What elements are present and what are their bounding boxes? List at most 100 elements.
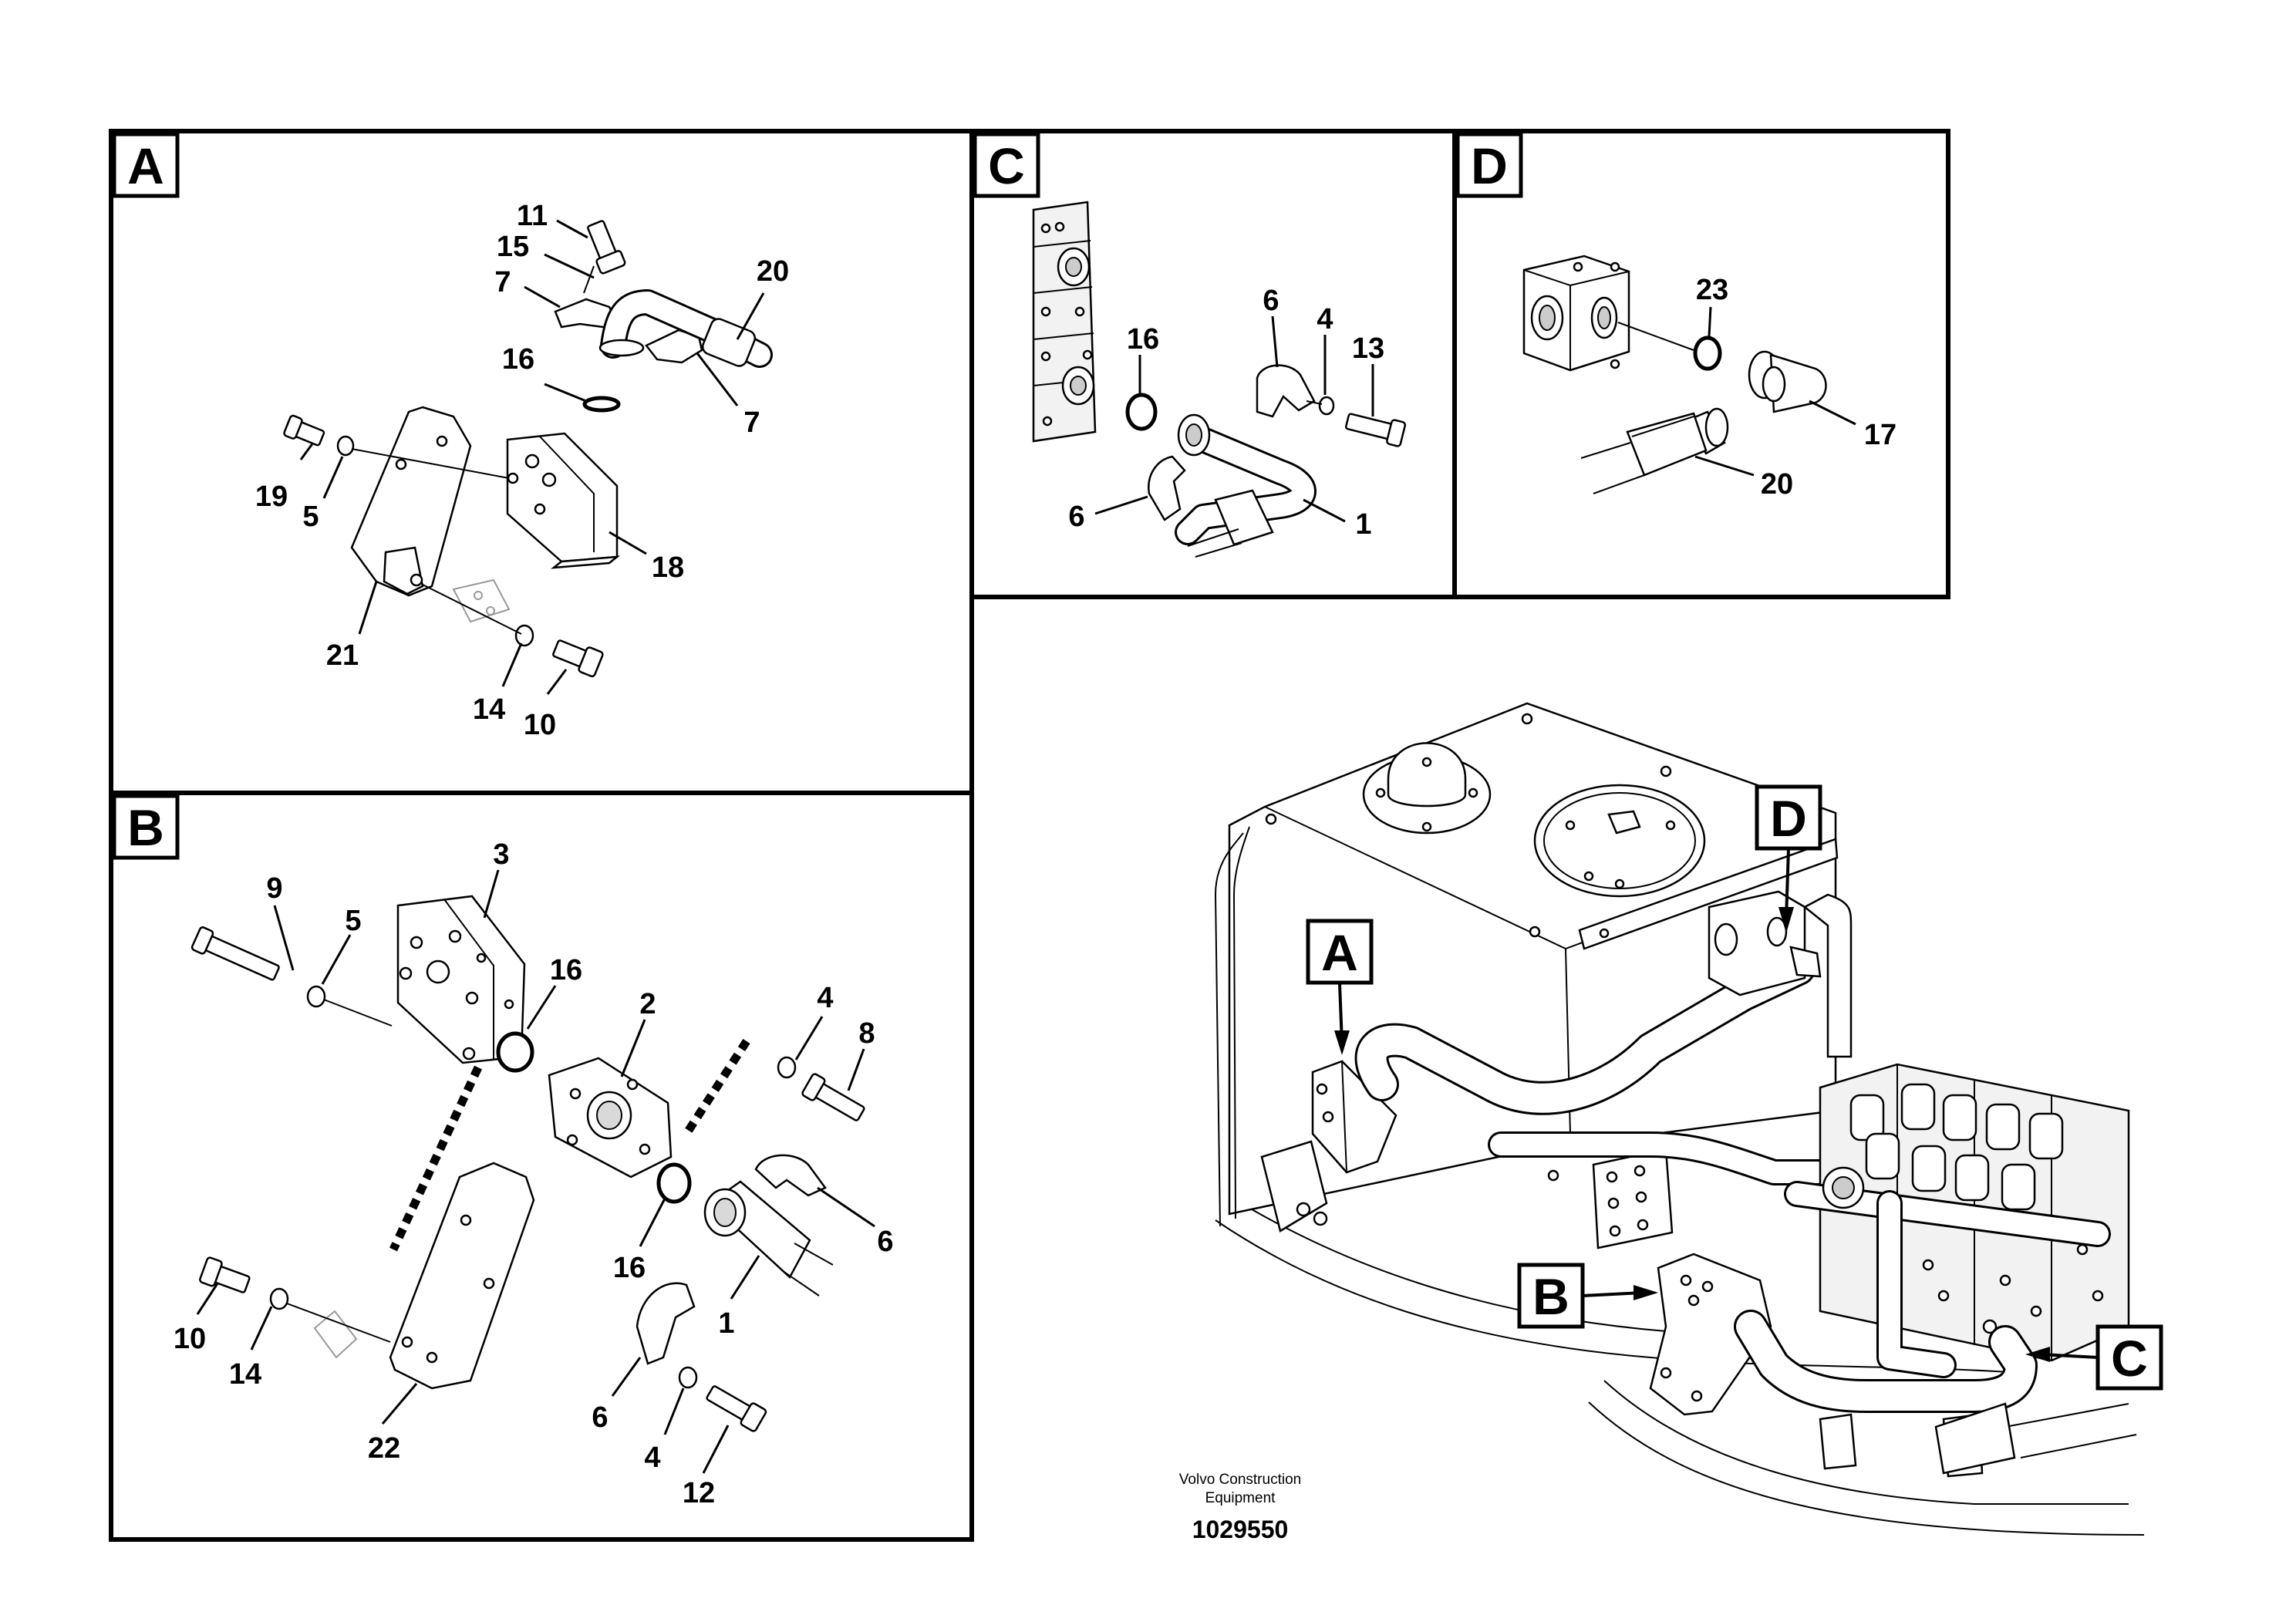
- label-16: 16: [502, 343, 534, 376]
- label-6-upper: 6: [1263, 285, 1279, 317]
- label-16-upper: 16: [550, 954, 582, 986]
- panel-b-frame: [109, 791, 974, 1542]
- footer: Volvo Construction Equipment 1029550: [1179, 1472, 1301, 1543]
- panel-c-parts: 16 6 4 13 6 1: [1032, 201, 1407, 558]
- panel-d-parts: 23 17 20: [1522, 255, 1896, 501]
- panel-a-letter: A: [127, 137, 164, 194]
- label-4: 4: [1317, 303, 1333, 336]
- overview-block-a: [1260, 1060, 1397, 1233]
- washer-14: [514, 624, 534, 647]
- label-1: 1: [718, 1307, 734, 1340]
- label-20: 20: [757, 255, 789, 288]
- label-4: 4: [817, 982, 833, 1014]
- plate-22: [389, 1162, 535, 1390]
- dashed-alignment-2: [683, 1039, 750, 1136]
- label-2: 2: [639, 988, 656, 1020]
- bracket-21: [350, 406, 472, 597]
- bolt-10: [199, 1256, 251, 1293]
- panel-a-badge: A: [112, 132, 180, 198]
- callout-c-letter: C: [2111, 1330, 2148, 1387]
- hose-fitting-1: [703, 1180, 834, 1297]
- panel-b-letter: B: [127, 799, 164, 856]
- label-16: 16: [1127, 323, 1159, 356]
- label-15: 15: [497, 231, 529, 263]
- callout-b: B: [1517, 1263, 1658, 1329]
- callout-c: C: [2025, 1324, 2163, 1391]
- label-7-lower: 7: [743, 406, 760, 439]
- label-14: 14: [229, 1358, 261, 1391]
- washer-5: [306, 985, 326, 1008]
- panel-a-parts: 11 15 7 20 16 7 19 5 18 21 14 10: [255, 200, 789, 741]
- label-10: 10: [524, 709, 556, 741]
- block-18: [506, 432, 619, 563]
- panel-b-parts: 9 5 3 16 2 4 8 6 16 1 10 14 22 6 4 12: [174, 838, 894, 1509]
- valve-block-partial: [1032, 201, 1097, 443]
- label-18: 18: [652, 551, 684, 584]
- o-ring-16-lower: [656, 1162, 692, 1204]
- callout-d-letter: D: [1770, 790, 1807, 847]
- label-17: 17: [1864, 419, 1896, 451]
- label-8: 8: [858, 1017, 875, 1050]
- control-valve-bank: [1784, 1063, 2130, 1478]
- o-ring-16-upper: [496, 1031, 534, 1073]
- label-22: 22: [368, 1432, 400, 1465]
- label-7-upper: 7: [494, 266, 511, 298]
- mounting-plate: [1592, 1148, 1674, 1249]
- clamp-half-6-upper: [1256, 364, 1316, 418]
- drawing-number: 1029550: [1192, 1516, 1289, 1543]
- callout-b-letter: B: [1532, 1268, 1569, 1325]
- washer-14: [269, 1287, 289, 1310]
- washer-4: [1318, 396, 1335, 416]
- label-14: 14: [473, 693, 505, 726]
- clamp-half-6-right: [754, 1154, 827, 1197]
- o-ring-23: [1693, 336, 1722, 371]
- bolt-8: [801, 1073, 865, 1121]
- label-20: 20: [1761, 468, 1793, 501]
- label-13: 13: [1352, 332, 1384, 365]
- panel-d-badge: D: [1455, 132, 1523, 198]
- panel-d-letter: D: [1471, 137, 1508, 194]
- panel-b-badge: B: [112, 794, 180, 860]
- label-23: 23: [1696, 274, 1728, 306]
- overview-block-d: [1708, 890, 1853, 1058]
- label-10: 10: [174, 1323, 206, 1355]
- bolt-12: [706, 1385, 767, 1432]
- brand-line-1: Volvo Construction: [1179, 1472, 1301, 1488]
- panel-frames: [109, 129, 1950, 1542]
- bolt-19: [283, 414, 325, 447]
- callout-a: A: [1306, 919, 1374, 1055]
- callout-d: D: [1755, 784, 1822, 933]
- clamp-half-6-lower: [636, 1282, 696, 1365]
- label-4-lower: 4: [644, 1442, 660, 1474]
- label-11: 11: [517, 200, 548, 232]
- label-5: 5: [302, 501, 319, 533]
- label-6-right: 6: [877, 1226, 893, 1258]
- label-21: 21: [326, 639, 359, 672]
- dashed-alignment-1: [389, 1065, 482, 1252]
- callout-a-letter: A: [1321, 924, 1358, 981]
- washer-4-lower: [678, 1366, 698, 1389]
- o-ring-16: [1125, 393, 1158, 431]
- label-3: 3: [493, 838, 509, 871]
- elbow-fitting-17: [1748, 350, 1827, 413]
- label-6-lower: 6: [1068, 501, 1084, 533]
- washer-4: [777, 1056, 797, 1079]
- label-16-lower: 16: [613, 1252, 646, 1284]
- label-5: 5: [345, 905, 361, 937]
- label-12: 12: [683, 1477, 715, 1509]
- bolt-13: [1344, 413, 1407, 447]
- overview-assembly: A D B C: [1214, 702, 2163, 1536]
- bolt-11: [587, 220, 626, 275]
- panel-c-letter: C: [988, 137, 1025, 194]
- label-1: 1: [1355, 508, 1371, 541]
- o-ring-16: [582, 396, 621, 413]
- adapter-block: [1522, 255, 1630, 372]
- label-9: 9: [266, 872, 282, 905]
- label-6-lower: 6: [592, 1401, 608, 1434]
- clamp-half-6-lower: [1148, 455, 1186, 521]
- bolt-10: [552, 639, 604, 678]
- bolt-9: [190, 926, 280, 981]
- panel-d-frame: [1452, 129, 1950, 599]
